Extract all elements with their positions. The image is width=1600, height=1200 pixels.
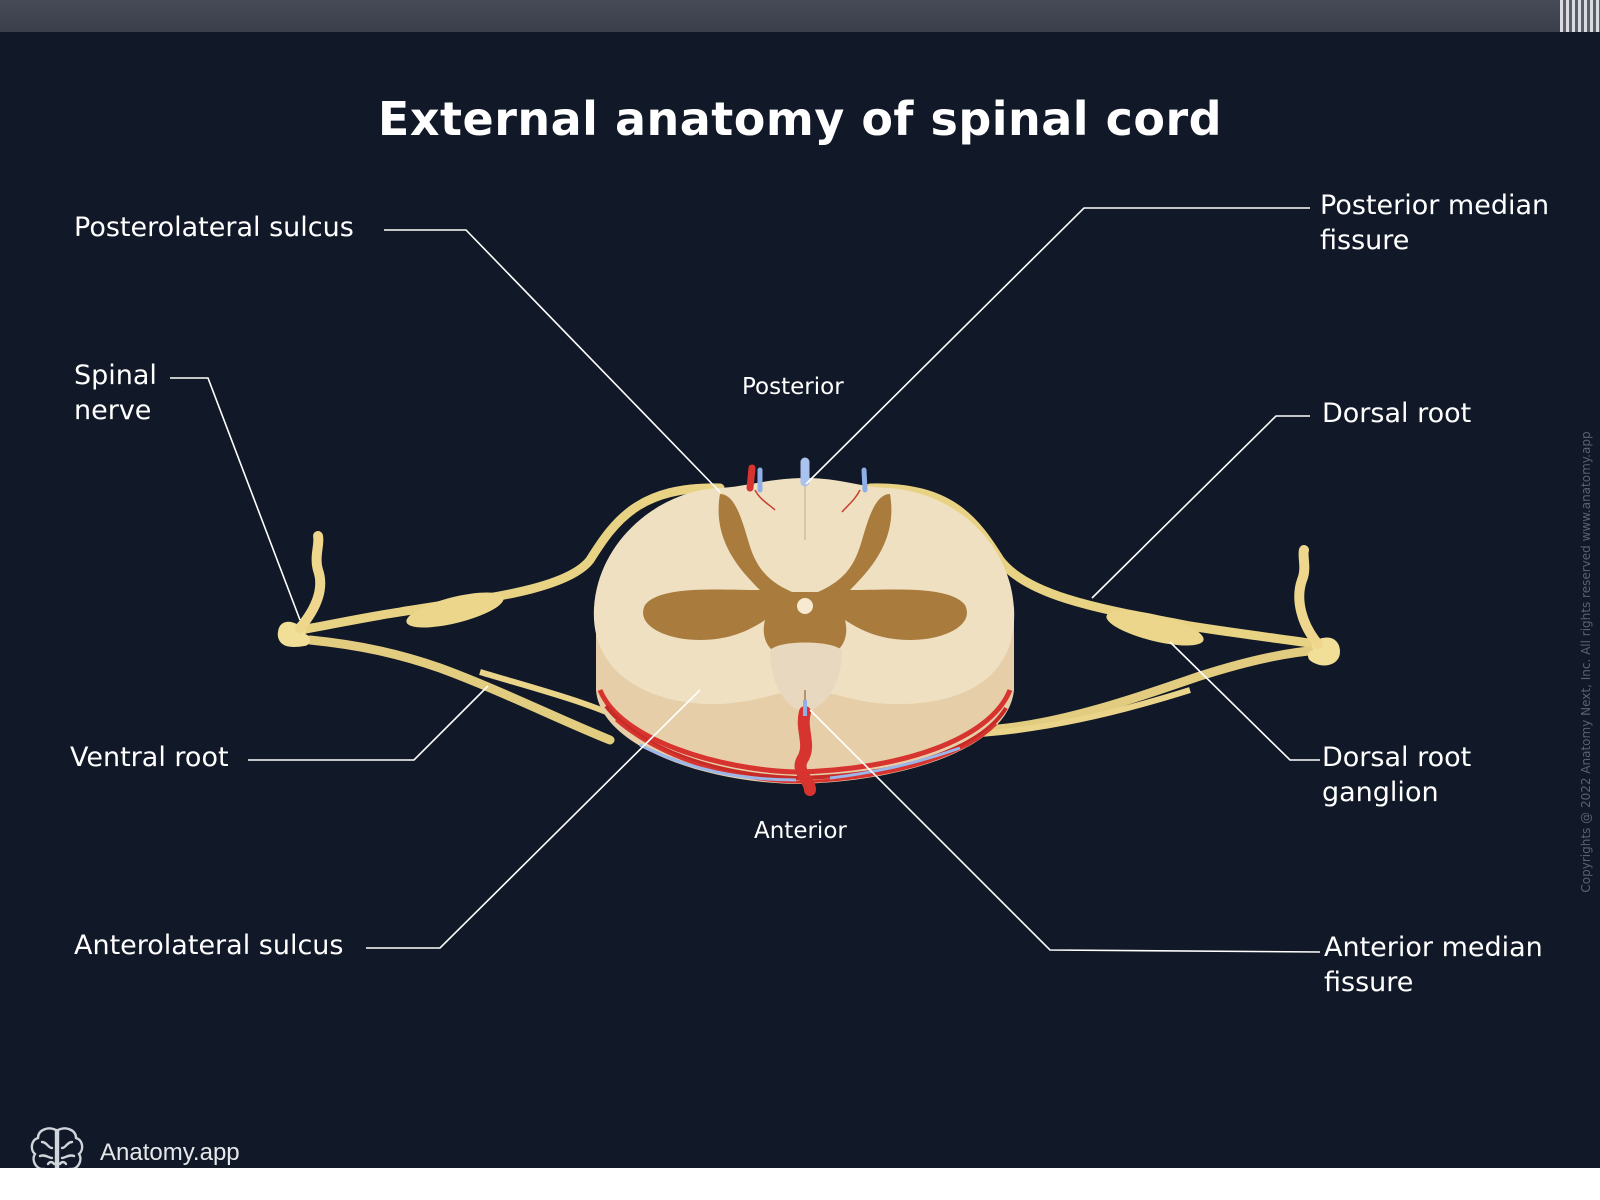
right-dorsal-root bbox=[865, 483, 1335, 651]
leader-lines bbox=[170, 207, 1321, 953]
copyright-watermark: Copyrights @ 2022 Anatomy Next, Inc. All… bbox=[1579, 431, 1593, 893]
leader-anterolateral-sulcus bbox=[366, 689, 701, 949]
nerve-roots bbox=[277, 483, 1341, 745]
leader-posterior-median-fissure bbox=[805, 207, 1310, 485]
label-ventral-root: Ventral root bbox=[70, 742, 229, 773]
label-dorsal-root-ganglion: Dorsal root ganglion bbox=[1322, 742, 1472, 808]
orientation-anterior: Anterior bbox=[754, 818, 847, 844]
gray-matter bbox=[643, 494, 967, 658]
left-spinal-nerve bbox=[277, 621, 310, 647]
bottom-strip bbox=[0, 1168, 1600, 1200]
spinal-cord-illustration bbox=[170, 207, 1341, 953]
label-posterior-median-fissure: Posterior median fissure bbox=[1320, 190, 1550, 256]
leader-ventral-root bbox=[248, 685, 489, 761]
label-spinal-nerve: Spinal nerve bbox=[74, 360, 157, 426]
right-ventral-root bbox=[975, 645, 1325, 735]
anterior-spinal-artery bbox=[794, 706, 816, 796]
scrollbar-handle[interactable] bbox=[1560, 0, 1600, 32]
label-anterolateral-sulcus: Anterolateral sulcus bbox=[74, 930, 344, 961]
label-dorsal-root: Dorsal root bbox=[1322, 398, 1472, 429]
leader-dorsal-root bbox=[1091, 415, 1310, 599]
orientation-posterior: Posterior bbox=[742, 374, 844, 400]
leader-spinal-nerve bbox=[170, 377, 301, 621]
white-matter bbox=[593, 478, 1015, 705]
figure-canvas: External anatomy of spinal cord Posterio… bbox=[0, 32, 1600, 1175]
central-canal bbox=[797, 598, 813, 614]
label-anterior-median-fissure: Anterior median fissure bbox=[1324, 932, 1543, 998]
figure-title: External anatomy of spinal cord bbox=[377, 92, 1223, 146]
right-dorsal-root-ganglion bbox=[1106, 610, 1204, 646]
posterior-vessels bbox=[746, 464, 756, 492]
brand-name: Anatomy.app bbox=[100, 1139, 240, 1166]
leader-posterolateral-sulcus bbox=[384, 229, 721, 493]
leader-anterior-median-fissure bbox=[809, 709, 1321, 953]
left-ventral-root bbox=[305, 635, 615, 745]
left-dorsal-root-ganglion bbox=[406, 592, 504, 628]
left-dorsal-root bbox=[295, 483, 725, 635]
leader-dorsal-root-ganglion bbox=[1169, 641, 1320, 761]
spinal-cord bbox=[593, 457, 1015, 796]
label-posterolateral-sulcus: Posterolateral sulcus bbox=[74, 212, 354, 243]
window-top-bar bbox=[0, 0, 1600, 32]
